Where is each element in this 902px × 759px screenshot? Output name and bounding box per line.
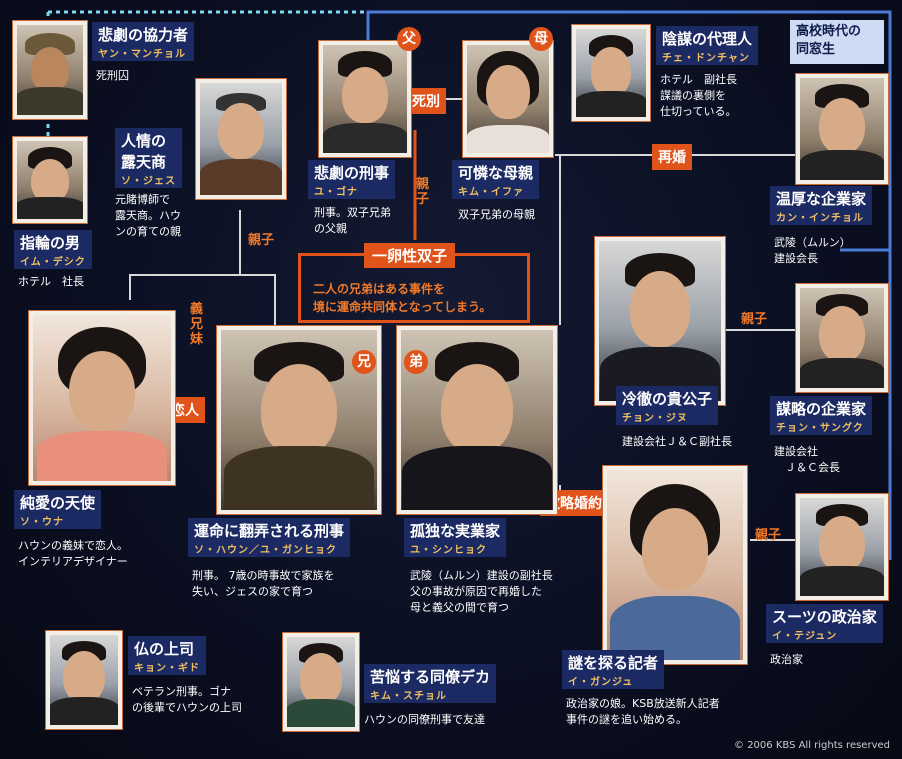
elder-brother-marker: 兄 [352,350,376,374]
mother-marker: 母 [529,27,553,51]
bereavement-tag: 死別 [406,88,446,114]
desc-hawun: 刑事。 7歳の時事故で家族を 失い、ジェスの家で育つ [192,569,335,598]
desc-kyon: ベテラン刑事。ゴナ の後輩でハウンの上司 [132,685,242,714]
photo-che [571,24,651,122]
desc-so-una: ハウンの義妹で恋人。 インテリアデザイナー [18,539,128,568]
name-kan: 温厚な企業家カン・インチョル [770,186,873,225]
desc-kim-ifa: 双子兄弟の母親 [458,208,535,221]
step-siblings-label: 義 兄 妹 [190,302,204,347]
photo-ganju [602,465,748,665]
parent-child-label-1: 親子 [248,233,275,248]
photo-so-una [28,310,176,486]
desc-yu-shin: 武陵（ムルン）建設の副社長 父の事故が原因で再婚した 母と義父の間で育つ [410,569,553,614]
photo-kan [795,73,889,185]
remarriage-tag: 再婚 [652,144,692,170]
classmates-label: 高校時代の 同窓生 [790,20,884,64]
parent-child-label-v: 親 子 [416,177,430,207]
name-tejun: スーツの政治家イ・テジュン [766,604,883,643]
photo-so-jesu [195,78,287,200]
name-kim-sucho: 苦悩する同僚デカキム・スチョル [364,664,497,703]
photo-kyon [45,630,123,730]
name-so-una: 純愛の天使ソ・ウナ [14,490,102,529]
photo-jiwo [594,236,726,406]
parent-child-label-3: 親子 [755,528,782,543]
photo-yan [12,20,88,120]
name-ganju: 謎を探る記者イ・ガンジュ [562,650,665,689]
desc-tejun: 政治家 [770,653,803,666]
photo-im [12,136,88,224]
parent-child-label-2: 親子 [741,312,768,327]
desc-kim-sucho: ハウンの同僚刑事で友達 [364,713,485,726]
twins-description: 二人の兄弟はある事件を 境に運命共同体となってしまう。 [313,282,492,314]
father-marker: 父 [397,27,421,51]
photo-tejun [795,493,889,601]
desc-kan: 武陵（ムルン） 建設会長 [774,236,851,265]
photo-sangu [795,283,889,393]
younger-brother-marker: 弟 [404,350,428,374]
name-jiwo: 冷徹の貴公子チョン・ジヌ [616,386,719,425]
name-yu-shin: 孤独な実業家ユ・シンヒョク [404,518,507,557]
name-kim-ifa: 可憐な母親キム・イファ [452,160,540,199]
name-sangu: 謀略の企業家チョン・サングク [770,396,873,435]
desc-yan: 死刑囚 [96,69,129,82]
photo-kim-ifa [462,40,554,158]
name-hawun: 運命に翻弄される刑事ソ・ハウン／ユ・ガンヒョク [188,518,351,557]
twins-title: 一卵性双子 [364,243,456,268]
photo-hawun [216,325,382,515]
desc-so-jesu: 元賭博師で 露天商。ハウ ンの育ての親 [115,193,181,238]
desc-ganju: 政治家の娘。KSB放送新人記者 事件の謎を追い始める。 [566,697,720,726]
desc-che: ホテル 副社長 謀議の裏側を 仕切っている。 [660,73,737,118]
photo-kim-sucho [282,632,360,732]
name-im: 指輪の男イム・デシク [14,230,92,269]
name-yu-gona: 悲劇の刑事ユ・ゴナ [308,160,396,199]
name-so-jesu: 人情の 露天商ソ・ジェス [115,128,182,188]
desc-jiwo: 建設会社Ｊ＆Ｃ副社長 [622,435,732,448]
desc-sangu: 建設会社 Ｊ＆Ｃ会長 [774,445,840,474]
desc-yu-gona: 刑事。双子兄弟 の父親 [314,206,391,235]
name-kyon: 仏の上司キョン・ギド [128,636,206,675]
name-yan: 悲劇の協力者ヤン・マンチョル [92,22,195,61]
copyright: © 2006 KBS All rights reserved [734,740,890,751]
twins-box: 一卵性双子 二人の兄弟はある事件を 境に運命共同体となってしまう。 [298,243,530,323]
desc-im: ホテル 社長 [18,275,84,288]
photo-yu-gona [318,40,412,158]
name-che: 陰謀の代理人チェ・ドンチャン [656,26,759,65]
